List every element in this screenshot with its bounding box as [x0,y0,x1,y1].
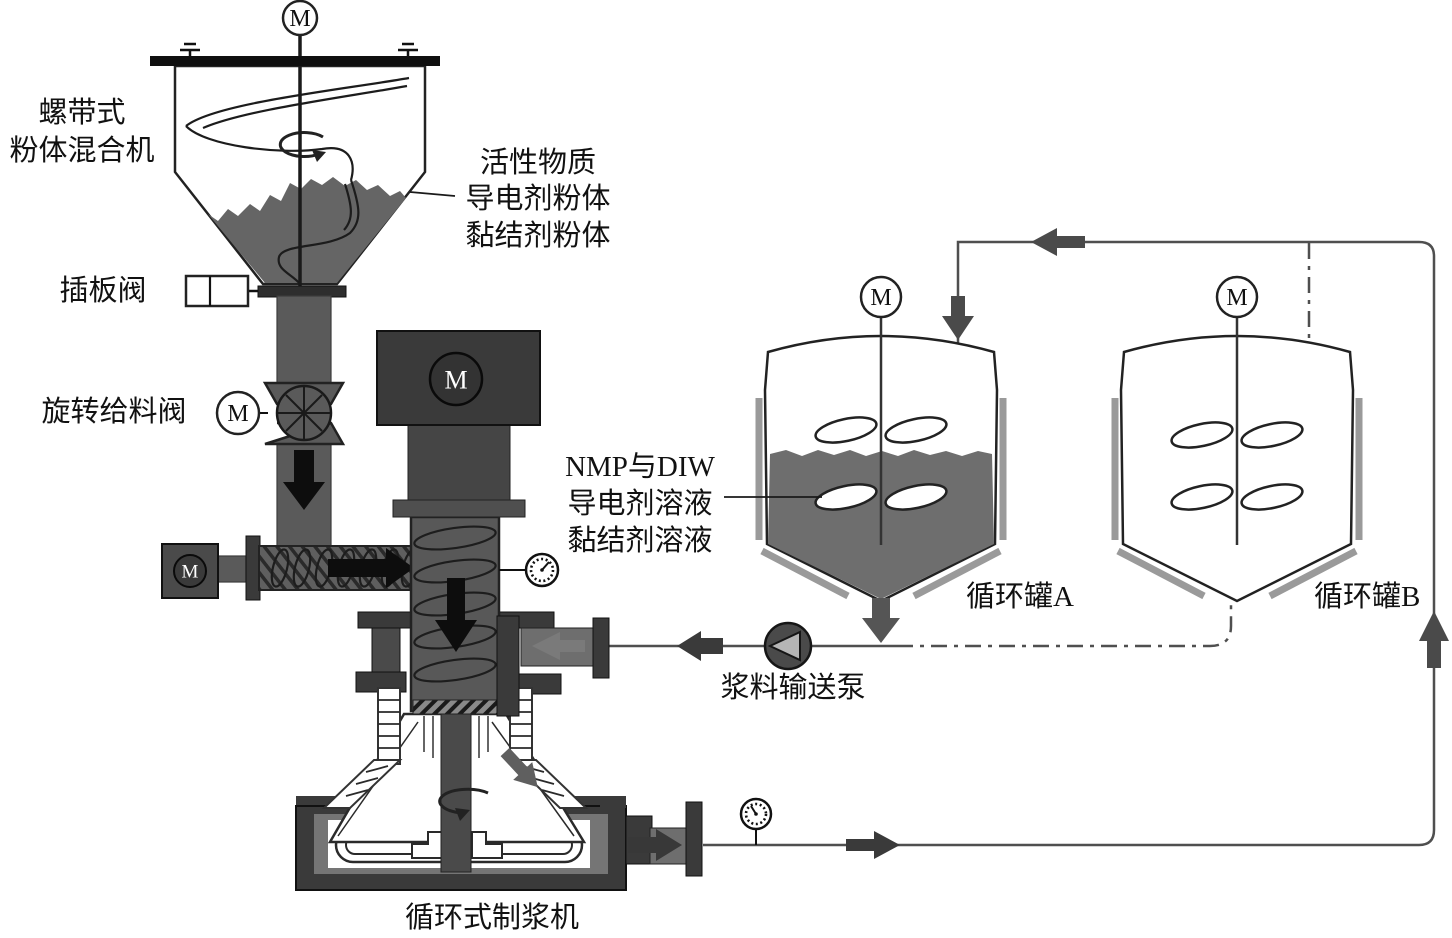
upper-drop-pipe [276,295,332,385]
tank-a-impellers [814,416,948,511]
right-step [471,831,503,859]
machine-rotation-arrow [438,787,489,815]
cone-flow-arrow [500,747,538,788]
pump-triangle-icon [767,630,801,662]
left-leg [321,759,403,809]
discharge-right-arrow [846,831,900,859]
tank-b-suction-dashdot-line [897,600,1233,648]
gate-valve-label: 插板阀 [59,274,146,307]
mixer-motor-label: M [289,6,310,32]
tank-b-motor-circle [1215,275,1259,319]
flow-arrows [677,228,1449,859]
machine-motor-label: M [444,366,467,395]
labels: 螺带式 粉体混合机 活性物质 导电剂粉体 黏结剂粉体 插板阀 旋转给料阀 NMP… [9,96,1420,934]
feeder-flange [245,535,261,601]
rotary-valve-motor-circle [215,390,261,436]
machine-outlet-port [600,796,703,877]
ribbon-powder-mixer: M [150,0,440,290]
tank-b-label: 循环罐B [1314,580,1420,613]
rotary-feeder-valve: M [215,381,346,446]
feeder-motor-circle [173,554,207,588]
gate-valve-actuator [184,274,250,308]
ribbon-screw-spiral [185,76,410,285]
slurry-transfer-pump [763,621,813,671]
machine-inlet-port [496,615,610,717]
feeder-shaft [217,555,247,583]
outlet-right-arrow [628,829,682,861]
pump-label: 浆料输送泵 [720,671,865,704]
top-line-left-arrow [1031,228,1085,256]
tank-a-jacket [755,398,1007,600]
line-pressure-gauge-icon [739,797,773,845]
machine-rotation-arrowhead [455,808,470,821]
mixer-label-line2: 粉体混合机 [9,134,154,167]
machine-motor-circle [428,351,484,407]
screw-feeder: M [161,535,420,601]
powder-label-line2: 导电剂粉体 [465,182,610,215]
chamber-bottom-hatch [412,699,498,715]
lid-fitting-icon [180,42,418,57]
slurry-machine-label: 循环式制浆机 [405,901,579,934]
machine-neck [407,423,511,501]
solution-label-line3: 黏结剂溶液 [567,524,712,557]
mixer-lid [150,56,440,66]
tank-a-motor-label: M [870,285,891,311]
tank-a-outlet-down-arrow [862,598,900,643]
chamber-pressure-gauge-icon [499,552,560,588]
pump-suction-left-arrow [677,631,723,661]
solution-label-line2: 导电剂溶液 [567,487,712,520]
inlet-flange-left [496,615,520,717]
rotary-valve-spokes [278,387,330,439]
right-flow-arrow [328,548,414,588]
gate-valve-flange [257,285,347,298]
inlet-flange-right [592,617,610,679]
feed-pipes [276,295,332,548]
chamber-top-flange [392,499,526,518]
solution-label-line1: NMP与DIW [565,451,715,483]
tank-a-inlet-down-arrow [942,296,974,340]
powder-label-line1: 活性物质 [480,146,596,179]
rotary-valve-motor-label: M [227,401,248,427]
tank-a-label: 循环罐A [966,580,1074,613]
riser-up-arrow [1419,611,1449,668]
circulation-tank-b: M [1111,275,1363,603]
powder-leader-line [409,191,456,197]
outlet-rim-step [600,796,626,808]
mixer-motor-circle [281,0,319,37]
powder-label-line3: 黏结剂粉体 [465,219,610,252]
circulation-slurry-machine: M [295,330,703,891]
mixer-label-line1: 螺带式 [38,96,125,129]
tank-a-motor-circle [859,275,903,319]
tank-b-motor-label: M [1226,285,1247,311]
mixer-rotation-arrow [278,131,324,159]
chamber-down-arrow [435,578,477,652]
shaft-springs [423,716,489,758]
circulation-loop-line [703,240,1436,847]
rotary-valve-label: 旋转给料阀 [41,395,186,428]
gate-valve [184,274,347,308]
left-column [371,627,401,673]
mixer-rotation-arrowhead [312,150,326,162]
inlet-left-arrow [532,632,585,660]
left-upper-flange [357,611,415,629]
down-flow-arrow [283,450,325,510]
circulation-tank-a: M [755,275,1007,603]
outlet-flange [685,801,703,877]
tank-b-jacket [1111,398,1363,600]
tank-b-impellers [1170,421,1304,511]
feeder-motor-label: M [182,562,199,583]
